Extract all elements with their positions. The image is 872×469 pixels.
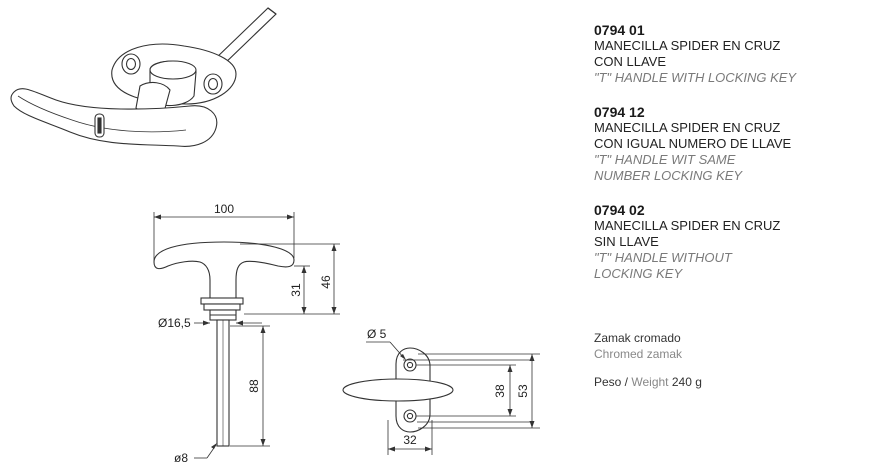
dim-collar-diameter: Ø16,5	[158, 316, 191, 330]
product-name-en: NUMBER LOCKING KEY	[594, 168, 743, 183]
product-name-es: SIN LLAVE	[594, 234, 659, 249]
top-dimensions	[366, 341, 540, 455]
dim-width-total: 100	[214, 202, 234, 216]
dim-height-total: 46	[319, 275, 333, 289]
product-079402: 0794 02 MANECILLA SPIDER EN CRUZ SIN LLA…	[594, 202, 864, 282]
product-name-en: "T" HANDLE WITHOUT	[594, 250, 732, 265]
product-code: 0794 01	[594, 22, 645, 38]
product-name-es: MANECILLA SPIDER EN CRUZ	[594, 218, 781, 233]
weight-label-es: Peso /	[594, 375, 629, 389]
weight-label-en: Weight	[631, 375, 669, 389]
product-name-es: CON LLAVE	[594, 54, 667, 69]
material-info: Zamak cromado Chromed zamak	[594, 330, 864, 362]
product-name-en: LOCKING KEY	[594, 266, 683, 281]
front-dimensions	[153, 212, 340, 459]
dim-plate-height: 53	[516, 384, 530, 398]
material-en: Chromed zamak	[594, 347, 683, 361]
dim-shaft-diameter: ø8	[174, 451, 188, 465]
material-es: Zamak cromado	[594, 331, 681, 345]
handle-3d-illustration	[10, 7, 277, 147]
dim-plate-width: 32	[403, 433, 417, 447]
dim-hole-diameter: Ø 5	[367, 327, 387, 341]
product-name-es: MANECILLA SPIDER EN CRUZ	[594, 120, 781, 135]
front-elevation	[153, 241, 295, 447]
product-079412: 0794 12 MANECILLA SPIDER EN CRUZ CON IGU…	[594, 104, 864, 184]
weight-value: 240 g	[671, 375, 702, 389]
dim-height-handle: 31	[289, 283, 303, 297]
product-code: 0794 12	[594, 104, 645, 120]
product-name-en: "T" HANDLE WITH LOCKING KEY	[594, 70, 797, 85]
top-view	[342, 347, 454, 433]
product-name-en: "T" HANDLE WIT SAME	[594, 152, 736, 167]
dim-shaft-length: 88	[247, 379, 261, 393]
product-079401: 0794 01 MANECILLA SPIDER EN CRUZ CON LLA…	[594, 22, 864, 86]
product-code: 0794 02	[594, 202, 645, 218]
dim-hole-spacing: 38	[493, 384, 507, 398]
weight-info: Peso / Weight 240 g	[594, 374, 864, 390]
product-name-es: CON IGUAL NUMERO DE LLAVE	[594, 136, 792, 151]
product-name-es: MANECILLA SPIDER EN CRUZ	[594, 38, 781, 53]
